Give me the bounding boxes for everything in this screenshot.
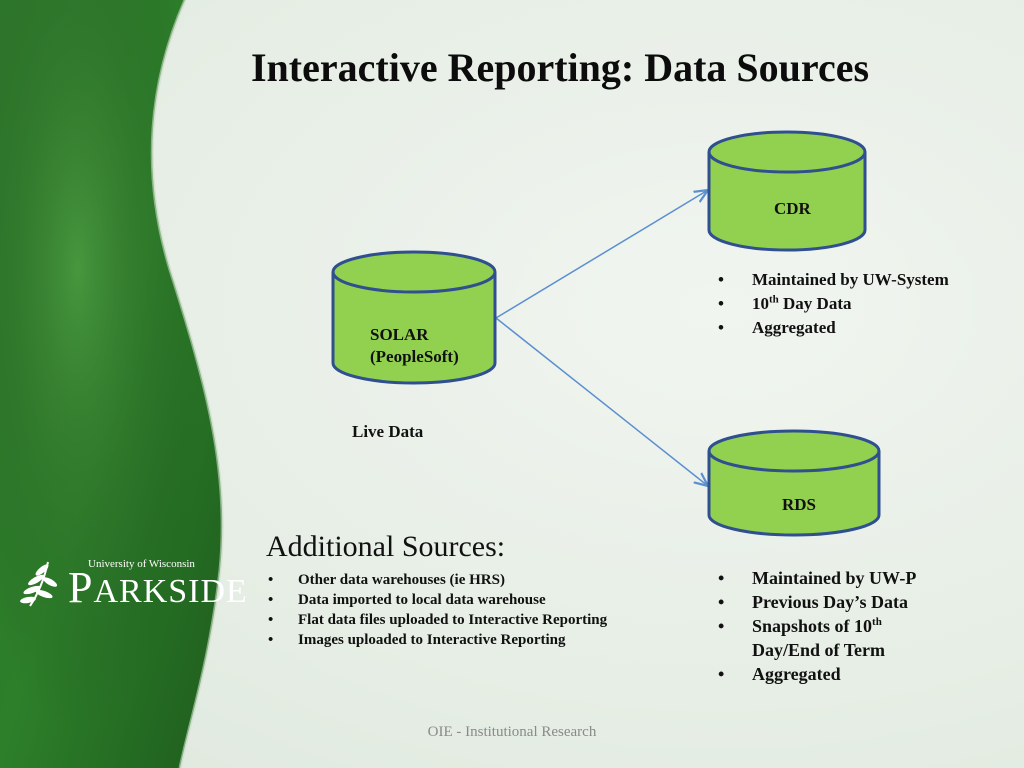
cdr-bullet: Aggregated [716, 316, 949, 340]
rds-bullet: Previous Day’s Data [716, 590, 946, 614]
logo-letter-p: P [68, 563, 94, 612]
slide-title: Interactive Reporting: Data Sources [250, 45, 870, 90]
cdr-bullet: 10th Day Data [716, 292, 949, 316]
solar-label-line1: SOLAR [370, 325, 429, 344]
cdr-bullet: Maintained by UW-System [716, 268, 949, 292]
rds-bullet-text-cont: Day/End of Term [752, 640, 886, 660]
footer-text: OIE - Institutional Research [0, 724, 1024, 741]
cdr-bullet-list: Maintained by UW-System 10th Day Data Ag… [716, 268, 949, 340]
parkside-logo: University of Wisconsin PARKSIDE [20, 552, 247, 622]
solar-cylinder [331, 250, 497, 385]
additional-source-item: Images uploaded to Interactive Reporting [266, 630, 616, 650]
arrow-solar-to-cdr [495, 190, 708, 319]
additional-sources-heading: Additional Sources: [266, 530, 506, 563]
cdr-cylinder [707, 130, 867, 252]
additional-sources-list: Other data warehouses (ie HRS) Data impo… [266, 570, 616, 650]
footer-label: OIE - Institutional Research [427, 724, 597, 740]
rds-bullet-text: Snapshots of 10 [752, 616, 873, 636]
additional-source-item: Other data warehouses (ie HRS) [266, 570, 616, 590]
cdr-bullet-superscript: th [769, 293, 779, 306]
rds-bullet: Maintained by UW-P [716, 566, 946, 590]
rds-label: RDS [782, 495, 817, 514]
logo-parkside-text: PARKSIDE [68, 562, 248, 613]
rds-cylinder [707, 429, 881, 537]
cdr-label: CDR [774, 199, 811, 218]
solar-label-line2: (PeopleSoft) [370, 347, 459, 366]
solar-caption: Live Data [352, 422, 424, 441]
additional-source-item: Data imported to local data warehouse [266, 590, 616, 610]
laurel-icon [20, 561, 58, 607]
cdr-bullet-number: 10 [752, 294, 769, 313]
rds-bullet-list: Maintained by UW-P Previous Day’s Data S… [716, 566, 946, 686]
arrow-solar-to-rds [495, 317, 708, 486]
rds-bullet: Aggregated [716, 662, 946, 686]
solar-label: SOLAR (PeopleSoft) [370, 324, 459, 368]
logo-university-text: University of Wisconsin [88, 558, 195, 570]
logo-letters-rest: ARKSIDE [93, 573, 248, 610]
additional-source-item: Flat data files uploaded to Interactive … [266, 610, 616, 630]
rds-bullet-superscript: th [872, 616, 882, 628]
cdr-bullet-text: Day Data [783, 294, 852, 313]
